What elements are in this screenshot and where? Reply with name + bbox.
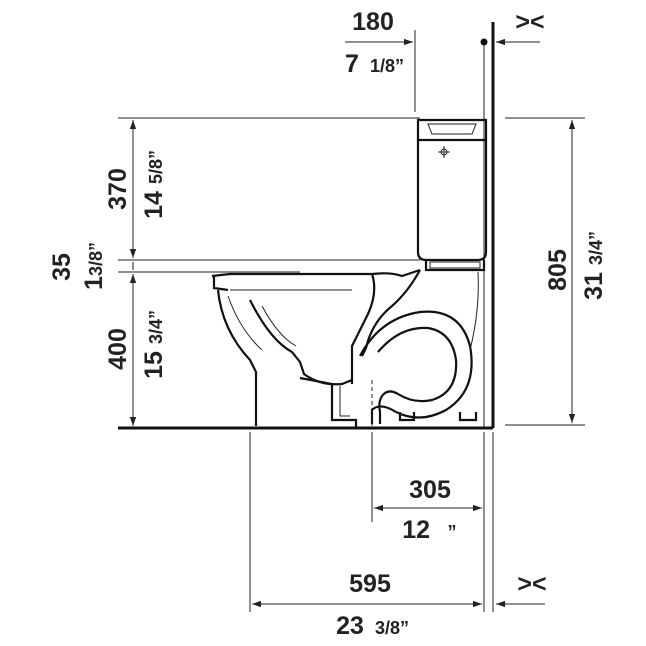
dim-305-inch-frac: ” bbox=[448, 522, 457, 542]
dim-35-mm: 35 bbox=[48, 253, 76, 281]
dim-370-mm: 370 bbox=[104, 168, 132, 210]
dim-370-inch-whole: 14 bbox=[140, 191, 168, 219]
extension-lines bbox=[118, 30, 585, 612]
dim-805-inch-whole: 31 bbox=[580, 272, 608, 300]
flush-button-icon bbox=[438, 146, 450, 158]
dim-35-inch-frac: 3/8” bbox=[86, 242, 106, 276]
wall-marker-bottom: >< bbox=[517, 570, 546, 598]
dim-370-inch-frac: 5/8” bbox=[146, 150, 166, 184]
wall-marker-top: >< bbox=[515, 8, 544, 36]
dim-180-mm: 180 bbox=[352, 8, 394, 36]
dim-595-inch-whole: 23 bbox=[336, 612, 364, 640]
toilet-outline bbox=[211, 118, 488, 428]
dimension-lines bbox=[129, 38, 576, 608]
dim-400-inch-whole: 15 bbox=[140, 351, 168, 379]
dim-305-inch-whole: 12 bbox=[402, 516, 430, 544]
dim-595-mm: 595 bbox=[349, 570, 391, 598]
dim-805-mm: 805 bbox=[544, 249, 572, 291]
dim-305-mm: 305 bbox=[409, 476, 451, 504]
dim-805-inch-frac: 3/4” bbox=[586, 231, 606, 265]
dim-180-inch-frac: 1/8” bbox=[370, 56, 404, 76]
wall-datum-dot bbox=[480, 38, 488, 46]
dim-400-mm: 400 bbox=[104, 328, 132, 370]
dim-400-inch-frac: 3/4” bbox=[146, 310, 166, 344]
dim-595-inch-frac: 3/8” bbox=[375, 618, 409, 638]
dim-35-inch-whole: 1 bbox=[80, 276, 108, 290]
dim-180-inch-whole: 7 bbox=[345, 50, 359, 78]
